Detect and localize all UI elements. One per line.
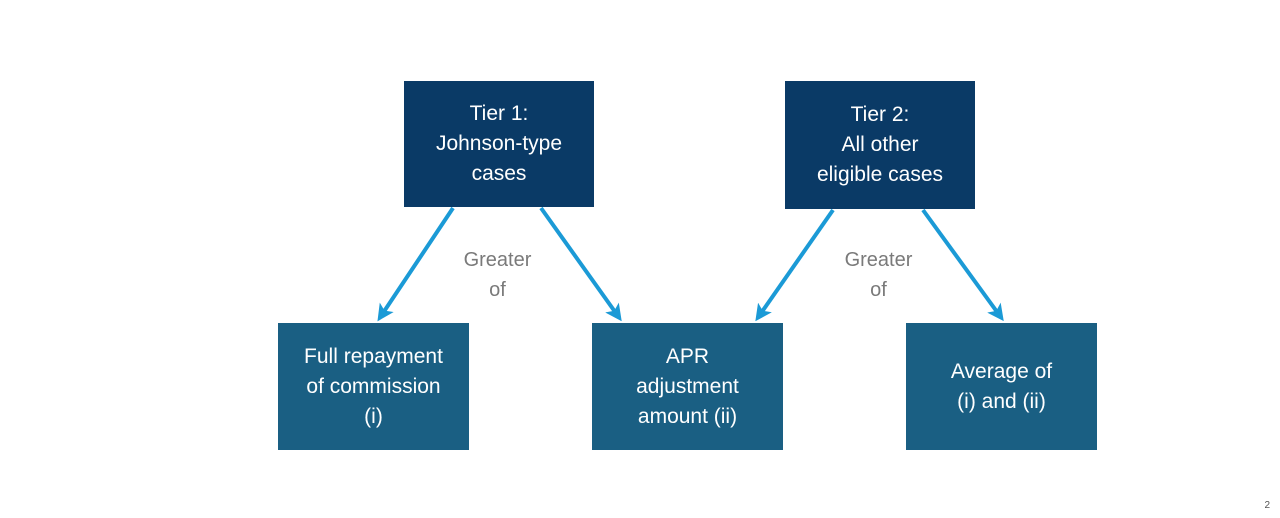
node-tier-1-label: Tier 1: Johnson-type cases — [435, 102, 563, 185]
arrow-tier1-to-full-repayment — [377, 206, 455, 322]
node-outcome-average-label: Average of (i) and (ii) — [950, 359, 1053, 413]
edge-label-tier-2: Greater of — [844, 249, 913, 301]
edge-label-tier-1: Greater of — [463, 249, 532, 301]
node-tier-2[interactable]: Tier 2: All other eligible cases — [785, 81, 975, 209]
node-outcome-apr-adjustment[interactable]: APR adjustment amount (ii) — [592, 323, 783, 450]
node-tier-2-label: Tier 2: All other eligible cases — [816, 103, 944, 186]
arrow-tier2-to-average — [921, 208, 1004, 322]
arrow-tier2-to-apr — [755, 208, 835, 322]
node-outcome-full-repayment-label: Full repayment of commission (i) — [304, 344, 443, 428]
page-number: 2 — [1264, 500, 1270, 511]
node-tier-1[interactable]: Tier 1: Johnson-type cases — [404, 81, 594, 207]
node-outcome-full-repayment[interactable]: Full repayment of commission (i) — [278, 323, 469, 450]
node-outcome-average[interactable]: Average of (i) and (ii) — [906, 323, 1097, 450]
arrow-tier1-to-apr — [539, 206, 622, 322]
node-outcome-apr-adjustment-label: APR adjustment amount (ii) — [636, 344, 739, 428]
